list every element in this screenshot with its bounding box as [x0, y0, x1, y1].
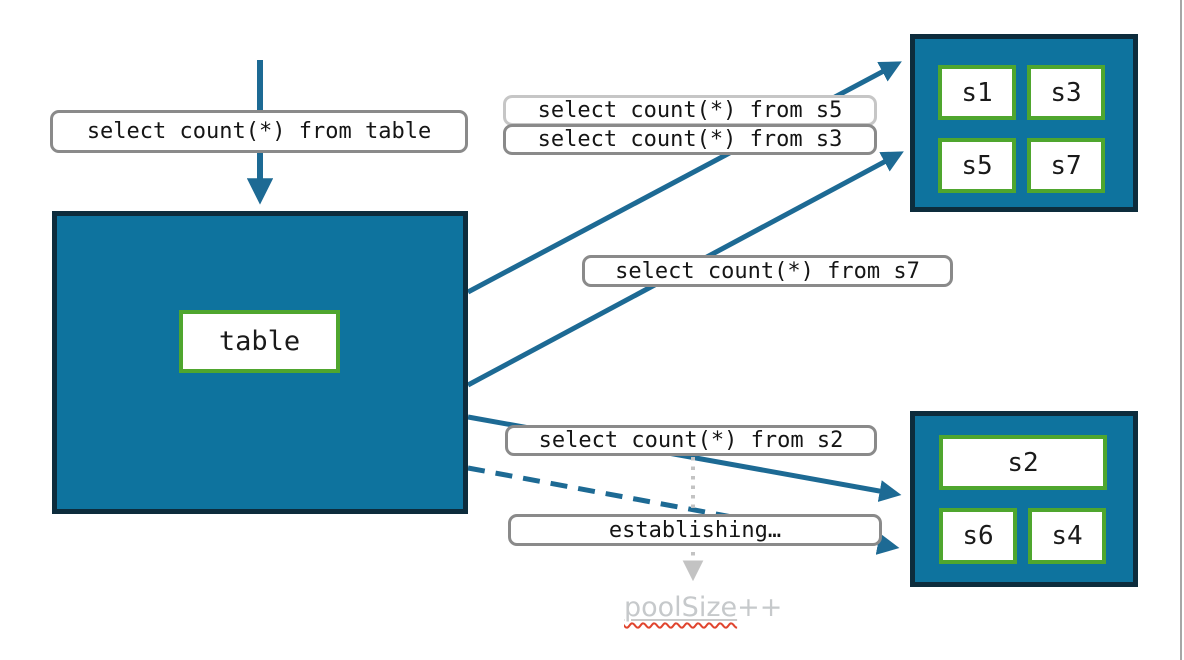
shard-chip-s5: s5	[938, 138, 1016, 193]
shard-chip-s3-label: s3	[1050, 77, 1082, 108]
query-label-s2-text: select count(*) from s2	[538, 428, 844, 453]
slide-edge-line	[1180, 0, 1182, 660]
shard-chip-s2: s2	[939, 435, 1107, 490]
query-label-s3: select count(*) from s3	[503, 124, 877, 155]
shard-chip-s4: s4	[1028, 508, 1106, 564]
shard-chip-s7-label: s7	[1050, 150, 1082, 181]
shard-chip-s7: s7	[1027, 138, 1105, 193]
shard-chip-s3: s3	[1027, 65, 1105, 120]
poolsize-annotation: poolSize++	[624, 592, 782, 623]
query-label-s5-text: select count(*) from s5	[537, 98, 843, 123]
table-chip-label: table	[218, 326, 301, 357]
table-chip: table	[179, 310, 340, 373]
query-label-s3-text: select count(*) from s3	[537, 127, 843, 152]
status-label-establishing-text: establishing…	[608, 517, 782, 543]
poolsize-word: poolSize	[624, 592, 738, 623]
query-label-table-text: select count(*) from table	[86, 119, 432, 144]
shard-chip-s5-label: s5	[961, 150, 993, 181]
shard-chip-s1-label: s1	[961, 77, 993, 108]
shard-group-top: s1 s3 s5 s7	[910, 34, 1138, 212]
query-label-s7: select count(*) from s7	[582, 255, 953, 287]
shard-chip-s6-label: s6	[962, 521, 994, 551]
shard-group-bottom: s2 s6 s4	[910, 411, 1138, 587]
table-node: table	[52, 211, 468, 514]
arrow-establishing-dashed	[467, 465, 900, 555]
shard-chip-s6: s6	[939, 508, 1017, 564]
shard-chip-s4-label: s4	[1051, 521, 1083, 551]
status-label-establishing: establishing…	[508, 514, 882, 546]
query-label-s2: select count(*) from s2	[505, 425, 877, 456]
poolsize-suffix: ++	[737, 592, 783, 623]
query-label-table: select count(*) from table	[50, 110, 468, 153]
shard-chip-s1: s1	[938, 65, 1016, 120]
shard-chip-s2-label: s2	[1007, 447, 1039, 478]
query-label-s5: select count(*) from s5	[503, 95, 877, 126]
query-label-s7-text: select count(*) from s7	[615, 258, 920, 284]
